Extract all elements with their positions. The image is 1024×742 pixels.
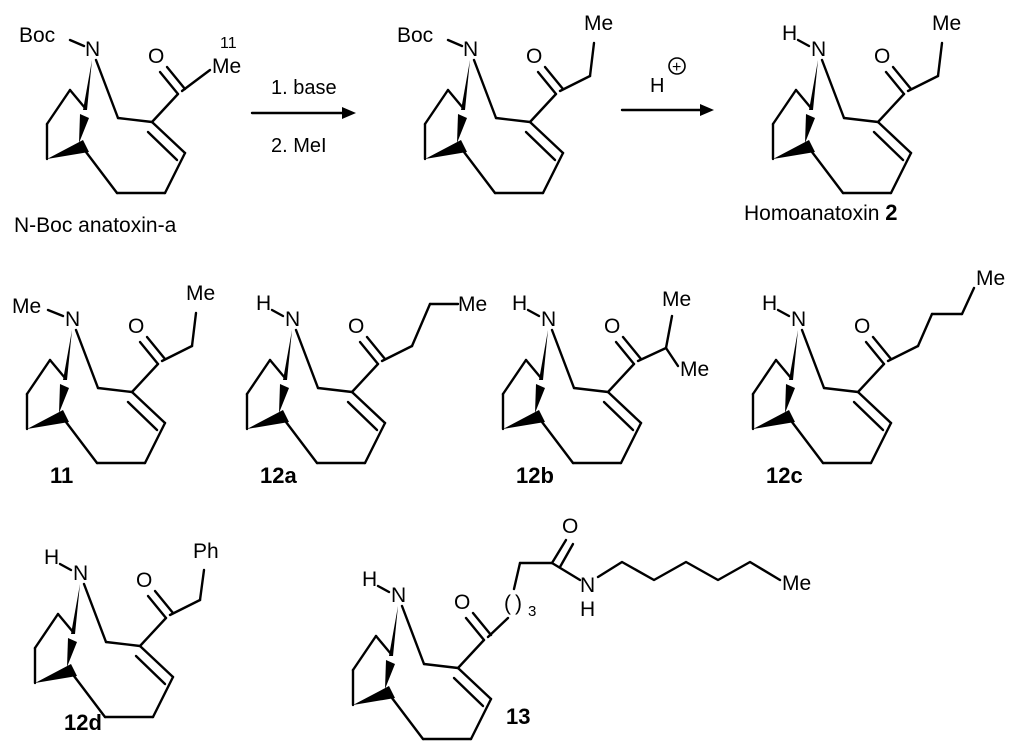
molecule-13: H N O: [351, 568, 493, 741]
reagent-below: 2. MeI: [271, 135, 327, 157]
molecule-12c: H N O Me: [751, 267, 1005, 465]
molecule-nboc-anatoxin-a: Boc N O Me 11: [19, 24, 241, 195]
terminal-methyl-label: Me: [782, 572, 811, 595]
position-number: 11: [220, 35, 237, 52]
charge-symbol: +: [672, 59, 681, 76]
molecule-11: Me N O Me: [12, 282, 215, 465]
oxygen-label: O: [854, 315, 870, 338]
compound-number-12c: 12c: [766, 463, 803, 488]
nitrogen-label: N: [791, 308, 806, 331]
nitrogen-label: N: [285, 308, 300, 331]
n-substituent-label: H: [44, 546, 59, 569]
reaction-arrow-2: H +: [620, 57, 714, 116]
caption-homoanatoxin: Homoanatoxin 2: [744, 200, 898, 225]
phenyl-label: Ph: [193, 540, 219, 563]
methyl-label: Me: [976, 267, 1005, 290]
methyl-label: Me: [212, 55, 241, 78]
amide-oxygen-label: O: [562, 515, 578, 538]
oxygen-label: O: [148, 45, 164, 68]
amide-nitrogen-label: N: [580, 574, 595, 597]
molecule-12b: H N O Me Me: [501, 288, 709, 465]
molecule-methylated-intermediate: Boc N O Me: [397, 12, 613, 195]
molecule-12a: H N O Me: [245, 292, 487, 465]
compound-number-12a: 12a: [260, 463, 297, 488]
compound-number-13: 13: [506, 704, 530, 729]
n-substituent-label: Me: [12, 295, 41, 318]
n-substituent-label: H: [256, 292, 271, 315]
n-substituent-label: H: [362, 568, 377, 591]
nitrogen-label: N: [73, 562, 88, 585]
nitrogen-label: N: [541, 308, 556, 331]
molecule-12d: H N O Ph: [33, 540, 219, 719]
side-chain-13: ( ) 3 O N H Me: [486, 515, 811, 639]
methyl-label: Me: [584, 12, 613, 35]
oxygen-label: O: [128, 315, 144, 338]
nitrogen-label: N: [65, 308, 80, 331]
oxygen-label: O: [454, 591, 470, 614]
methyl-label-2: Me: [680, 358, 709, 381]
nitrogen-label: N: [811, 38, 826, 61]
methyl-label: Me: [662, 288, 691, 311]
nitrogen-label: N: [391, 584, 406, 607]
n-substituent-label: H: [782, 22, 797, 45]
methyl-label: Me: [186, 282, 215, 305]
reagent-above: 1. base: [271, 77, 337, 99]
paren-close: ): [515, 592, 522, 615]
oxygen-label: O: [136, 569, 152, 592]
amide-hydrogen-label: H: [580, 598, 595, 621]
acid-label: H: [650, 75, 664, 97]
n-substituent-label: H: [512, 292, 527, 315]
compound-number-11: 11: [50, 463, 73, 488]
compound-number-12b: 12b: [516, 463, 554, 488]
compound-number-12d: 12d: [64, 710, 102, 735]
nitrogen-label: N: [85, 38, 100, 61]
oxygen-label: O: [874, 45, 890, 68]
oxygen-label: O: [348, 315, 364, 338]
oxygen-label: O: [526, 45, 542, 68]
nitrogen-label: N: [463, 38, 478, 61]
n-substituent-label: H: [762, 292, 777, 315]
caption-nboc-anatoxin-a: N-Boc anatoxin-a: [14, 214, 177, 237]
paren-open: (: [504, 592, 511, 615]
molecule-homoanatoxin: H N O Me: [771, 12, 961, 195]
methyl-label: Me: [932, 12, 961, 35]
n-substituent-label: Boc: [397, 24, 433, 47]
n-substituent-label: Boc: [19, 24, 55, 47]
positive-charge-icon: [668, 57, 686, 75]
reaction-arrow-1: 1. base 2. MeI: [250, 77, 356, 157]
repeat-count: 3: [528, 603, 536, 620]
oxygen-label: O: [604, 315, 620, 338]
methyl-label: Me: [458, 293, 487, 316]
